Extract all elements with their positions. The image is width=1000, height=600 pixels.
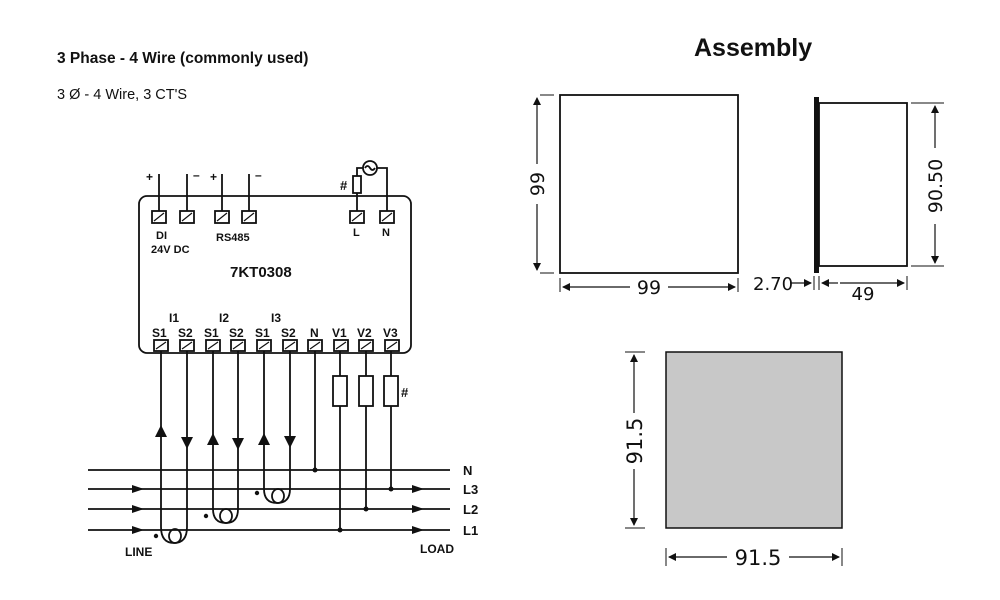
- cutout-height-dimension: [625, 351, 645, 529]
- current-group-label: I1: [169, 311, 179, 325]
- current-group-label: I3: [271, 311, 281, 325]
- meter-model-label: 7KT0308: [230, 264, 292, 281]
- line-label-n: N: [463, 463, 472, 478]
- terminal-screw: [230, 339, 246, 352]
- current-transformer-icon: [271, 488, 285, 504]
- terminal-label: S2: [229, 326, 244, 340]
- di-plus-label: +: [146, 170, 153, 184]
- terminal-label: S1: [255, 326, 270, 340]
- terminal-screw: [256, 339, 272, 352]
- terminal-screw: [214, 210, 230, 224]
- terminal-screw: [307, 339, 323, 352]
- voltage-fuse: [358, 375, 374, 407]
- aux-supply-circuit: [352, 160, 388, 211]
- terminal-screw: [205, 339, 221, 352]
- terminal-screw: [179, 339, 195, 352]
- rs485-plus-label: +: [210, 170, 217, 184]
- panel-cutout: [665, 351, 843, 529]
- front-height-dimension: [533, 94, 554, 274]
- diagram-subheading: 3 Ø - 4 Wire, 3 CT'S: [57, 87, 188, 103]
- aux-n-label: N: [382, 227, 390, 239]
- terminal-label: V1: [332, 326, 347, 340]
- flange-dimension: [790, 276, 838, 290]
- voltage-wiring: [312, 351, 399, 533]
- aux-fuse: [352, 175, 362, 194]
- terminal-label: S1: [204, 326, 219, 340]
- aux-l-label: L: [353, 227, 360, 239]
- cutout-width-value: 91.5: [735, 546, 782, 570]
- terminal-screw: [179, 210, 195, 224]
- diagram-heading: 3 Phase - 4 Wire (commonly used): [57, 50, 309, 67]
- terminal-screw: [349, 210, 365, 224]
- terminal-label: S1: [152, 326, 167, 340]
- side-height-value: 90.50: [925, 159, 947, 213]
- terminal-screw: [151, 210, 167, 224]
- depth-dimension: [840, 276, 908, 290]
- terminal-label: V2: [357, 326, 372, 340]
- di-minus-label: –: [193, 168, 200, 182]
- supply-lines: [88, 469, 450, 534]
- cutout-width-dimension: [665, 548, 843, 566]
- terminal-screw: [379, 210, 395, 224]
- front-width-value: 99: [637, 277, 661, 299]
- input-leads: [158, 174, 250, 211]
- side-view-body: [818, 102, 908, 267]
- rs485-label: RS485: [216, 232, 250, 244]
- current-group-label: I2: [219, 311, 229, 325]
- front-height-value: 99: [527, 172, 549, 196]
- ct-wiring: [153, 351, 296, 544]
- aux-fuse-mark: #: [340, 178, 348, 193]
- line-side-label: LINE: [125, 545, 152, 559]
- flange-value: 2.70: [753, 274, 793, 295]
- di-voltage-label: 24V DC: [151, 244, 190, 256]
- line-label-l1: L1: [463, 523, 478, 538]
- front-view: [559, 94, 739, 274]
- voltage-fuse-mark: #: [401, 385, 409, 400]
- terminal-screw: [153, 339, 169, 352]
- current-transformer-icon: [168, 528, 182, 544]
- cutout-height-value: 91.5: [623, 418, 647, 465]
- side-height-dimension: [911, 102, 944, 267]
- terminal-screw: [384, 339, 400, 352]
- terminal-screw: [358, 339, 374, 352]
- front-width-dimension: [559, 278, 739, 292]
- terminal-screw: [241, 210, 257, 224]
- terminal-screw: [333, 339, 349, 352]
- voltage-fuse: [332, 375, 348, 407]
- assembly-title: Assembly: [694, 34, 813, 62]
- bottom-terminal-block: [153, 339, 400, 352]
- line-label-l2: L2: [463, 502, 478, 517]
- meter-body: [138, 195, 412, 354]
- side-view-flange: [814, 97, 819, 273]
- current-transformer-icon: [219, 508, 233, 524]
- load-side-label: LOAD: [420, 542, 454, 556]
- top-terminal-block: [151, 210, 395, 224]
- rs485-minus-label: –: [255, 168, 262, 182]
- depth-value: 49: [852, 284, 875, 305]
- di-label: DI: [156, 230, 167, 242]
- terminal-screw: [282, 339, 298, 352]
- terminal-label: N: [310, 326, 319, 340]
- voltage-fuse: [383, 375, 399, 407]
- terminal-label: V3: [383, 326, 398, 340]
- terminal-label: S2: [281, 326, 296, 340]
- terminal-label: S2: [178, 326, 193, 340]
- line-label-l3: L3: [463, 482, 478, 497]
